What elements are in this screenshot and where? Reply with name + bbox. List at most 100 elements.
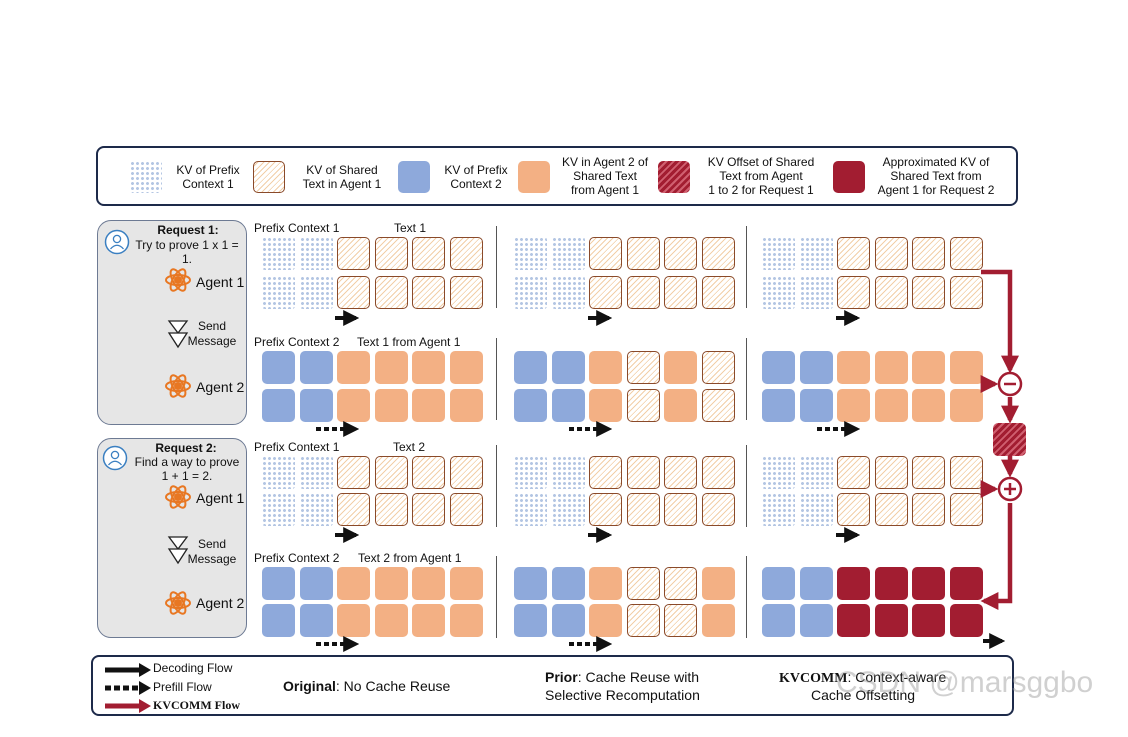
- kv-cell: [875, 493, 908, 526]
- kv-cell: [912, 604, 945, 637]
- kv-cell: [337, 493, 370, 526]
- kv-cell: [627, 237, 660, 270]
- legend-label: KV of Prefix Context 2: [444, 163, 508, 191]
- kv-cell: [450, 604, 483, 637]
- kv-cell: [300, 456, 333, 489]
- kv-cell: [337, 237, 370, 270]
- kv-cell: [412, 351, 445, 384]
- request-2-panel: Request 2: Find a way to prove 1 + 1 = 2…: [97, 438, 247, 638]
- kv-cell: [262, 389, 295, 422]
- kv-cell: [875, 567, 908, 600]
- kv-cell: [837, 604, 870, 637]
- kv-cell: [262, 456, 295, 489]
- kv-cell: [514, 389, 547, 422]
- kv-cell: [800, 456, 833, 489]
- kv-cell: [837, 456, 870, 489]
- kv-cell: [337, 604, 370, 637]
- kv-cell: [912, 493, 945, 526]
- send-message-icon: [167, 320, 189, 349]
- kv-cell: [664, 237, 697, 270]
- request-title: Request 2:: [155, 441, 217, 455]
- kv-cell: [375, 351, 408, 384]
- kv-cell: [589, 604, 622, 637]
- kv-cell: [514, 604, 547, 637]
- kv-cell: [837, 276, 870, 309]
- kv-cell: [664, 456, 697, 489]
- kv-cell: [702, 493, 735, 526]
- prior-method-label: Prior: Cache Reuse with: [545, 669, 699, 686]
- kv-cell: [664, 604, 697, 637]
- kvcomm-flow-label: KVCOMM Flow: [153, 698, 240, 712]
- prefill-flow-label: Prefill Flow: [153, 680, 212, 694]
- request-text: Try to prove 1 x 1 = 1.: [135, 238, 239, 266]
- kv-cell: [950, 604, 983, 637]
- kv-cell: [337, 351, 370, 384]
- kv-cell: [762, 493, 795, 526]
- kv-cell: [837, 493, 870, 526]
- kvcomm-desc: : Context-aware: [847, 669, 947, 685]
- kv-cell: [514, 456, 547, 489]
- kv-cell: [300, 276, 333, 309]
- kv-cell: [375, 456, 408, 489]
- kv-cell: [450, 351, 483, 384]
- kv-cell: [262, 237, 295, 270]
- kv-cell: [450, 456, 483, 489]
- kv-cell: [514, 276, 547, 309]
- kv-cell: [875, 237, 908, 270]
- header-text-1-from-agent-1: Text 1 from Agent 1: [357, 335, 461, 349]
- kv-cell: [450, 276, 483, 309]
- kv-cell: [837, 351, 870, 384]
- kv-cell: [627, 276, 660, 309]
- kv-cell: [552, 237, 585, 270]
- kv-cell: [300, 493, 333, 526]
- kv-cell: [450, 389, 483, 422]
- header-prefix-context-1: Prefix Context 1: [254, 440, 340, 454]
- kv-cell: [800, 493, 833, 526]
- footer-legend-box: Decoding Flow Prefill Flow KVCOMM Flow O…: [91, 655, 1014, 716]
- kv-cell: [627, 456, 660, 489]
- agent-icon: [165, 485, 191, 509]
- header-text-2: Text 2: [393, 440, 426, 454]
- kv-cell: [375, 237, 408, 270]
- kv-cell: [762, 276, 795, 309]
- legend-swatch-kv-offset: [658, 161, 690, 193]
- kv-cell: [800, 604, 833, 637]
- kv-cell: [875, 604, 908, 637]
- kv-cell: [762, 567, 795, 600]
- kv-cell: [912, 276, 945, 309]
- kv-cell: [912, 237, 945, 270]
- original-bold: Original: [283, 678, 336, 694]
- kv-cell: [552, 604, 585, 637]
- kv-cell: [800, 351, 833, 384]
- legend-swatch-agent2-shared-text: [518, 161, 550, 193]
- kv-cell: [552, 389, 585, 422]
- kv-cell: [702, 351, 735, 384]
- column-divider: [746, 556, 747, 638]
- kv-cell: [589, 276, 622, 309]
- kv-cell: [912, 567, 945, 600]
- user-icon: [102, 445, 128, 471]
- kv-cell: [412, 567, 445, 600]
- kv-cell: [589, 389, 622, 422]
- kv-cell: [589, 456, 622, 489]
- watermark: CSDN @marsggbo: [836, 666, 1094, 699]
- kv-cell: [627, 567, 660, 600]
- kvcomm-desc-line2: Cache Offsetting: [811, 687, 916, 703]
- kv-cell: [627, 493, 660, 526]
- legend-swatch-prefix-context-2: [398, 161, 430, 193]
- kv-cell: [664, 276, 697, 309]
- legend-label: KV Offset of Shared Text from Agent 1 to…: [707, 155, 815, 197]
- kv-cell: [450, 493, 483, 526]
- agent-2-label: Agent 2: [196, 379, 245, 395]
- send-message-label: Send Message: [187, 319, 237, 348]
- kvcomm-flow-line: [980, 503, 1013, 610]
- kv-cell: [837, 389, 870, 422]
- kv-cell: [627, 351, 660, 384]
- prior-desc-line2: Selective Recomputation: [545, 687, 700, 703]
- kv-cell: [800, 237, 833, 270]
- column-divider: [496, 556, 497, 638]
- kv-cell: [837, 567, 870, 600]
- kv-cell: [300, 351, 333, 384]
- kv-cell: [375, 604, 408, 637]
- flow-legend-arrows: [105, 663, 151, 713]
